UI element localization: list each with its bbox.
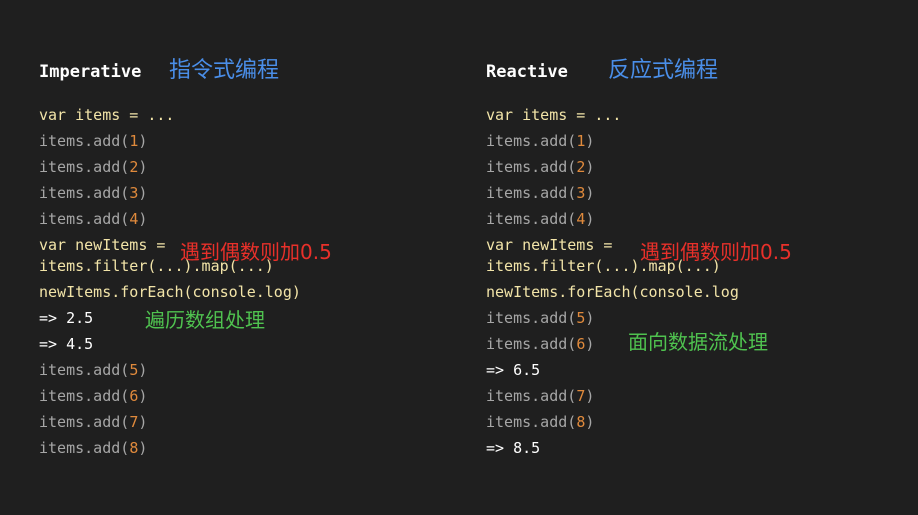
data-flow-annotation: 面向数据流处理 — [628, 330, 768, 354]
code-number: 1 — [129, 132, 139, 150]
code-line: items.add(4) — [39, 210, 147, 228]
code-text: items.add( — [486, 413, 577, 431]
code-line: items.add(1) — [486, 132, 594, 150]
code-text: ) — [138, 361, 148, 379]
code-number: 4 — [129, 210, 139, 228]
code-number: 4 — [576, 210, 586, 228]
code-number: 6 — [129, 387, 139, 405]
code-text: items.add( — [486, 335, 577, 353]
code-text: items.add( — [39, 387, 130, 405]
code-text: ) — [585, 387, 595, 405]
code-text: items.add( — [486, 387, 577, 405]
code-line: items.add(8) — [39, 439, 147, 457]
code-text: ) — [585, 210, 595, 228]
imperative-zh-title: 指令式编程 — [169, 58, 280, 83]
code-line: var newItems = — [486, 236, 613, 254]
code-text: ) — [138, 210, 148, 228]
code-text: ) — [138, 158, 148, 176]
code-text: ) — [585, 309, 595, 327]
code-line: items.add(5) — [486, 309, 594, 327]
code-text: items.add( — [39, 413, 130, 431]
code-number: 5 — [576, 309, 586, 327]
code-line: items.add(2) — [486, 158, 594, 176]
code-text: ) — [585, 132, 595, 150]
code-text: items.add( — [486, 210, 577, 228]
code-line: items.add(6) — [39, 387, 147, 405]
code-number: 3 — [129, 184, 139, 202]
code-text: ) — [585, 335, 595, 353]
code-text: items.add( — [39, 210, 130, 228]
code-text: ) — [138, 132, 148, 150]
even-plus-annotation: 遇到偶数则加0.5 — [640, 240, 792, 264]
even-plus-annotation: 遇到偶数则加0.5 — [180, 240, 332, 264]
code-text: items.add( — [486, 184, 577, 202]
code-number: 8 — [576, 413, 586, 431]
output-line: => 6.5 — [486, 361, 541, 379]
code-text: ) — [138, 184, 148, 202]
code-line: items.add(3) — [486, 184, 594, 202]
code-text: items.add( — [486, 309, 577, 327]
reactive-zh-title: 反应式编程 — [608, 58, 719, 83]
code-number: 2 — [576, 158, 586, 176]
code-line: var newItems = — [39, 236, 166, 254]
code-text: items.add( — [39, 132, 130, 150]
code-text: items.add( — [39, 361, 130, 379]
code-line: items.filter(...).map(...) — [39, 257, 274, 275]
code-text: ) — [138, 439, 148, 457]
code-line: items.add(7) — [486, 387, 594, 405]
code-text: ) — [138, 387, 148, 405]
code-number: 7 — [576, 387, 586, 405]
code-line: items.add(5) — [39, 361, 147, 379]
code-text: ) — [138, 413, 148, 431]
reactive-heading: Reactive — [486, 62, 568, 82]
imperative-heading: Imperative — [39, 62, 142, 82]
code-text: ) — [585, 413, 595, 431]
code-text: ) — [585, 158, 595, 176]
code-line: items.add(8) — [486, 413, 594, 431]
code-line: newItems.forEach(console.log) — [39, 283, 301, 301]
code-line: var items = ... — [486, 106, 622, 124]
code-line: items.add(3) — [39, 184, 147, 202]
code-line: items.add(4) — [486, 210, 594, 228]
code-text: items.add( — [486, 132, 577, 150]
output-line: => 8.5 — [486, 439, 541, 457]
code-line: items.add(2) — [39, 158, 147, 176]
code-number: 3 — [576, 184, 586, 202]
code-number: 1 — [576, 132, 586, 150]
code-text: ) — [585, 184, 595, 202]
code-number: 8 — [129, 439, 139, 457]
code-line: var items = ... — [39, 106, 175, 124]
code-text: items.add( — [39, 158, 130, 176]
code-line: items.filter(...).map(...) — [486, 257, 721, 275]
code-text: items.add( — [39, 184, 130, 202]
code-line: newItems.forEach(console.log — [486, 283, 739, 301]
code-text: items.add( — [39, 439, 130, 457]
array-traverse-annotation: 遍历数组处理 — [145, 308, 265, 332]
code-text: items.add( — [486, 158, 577, 176]
output-line: => 4.5 — [39, 335, 94, 353]
code-number: 7 — [129, 413, 139, 431]
code-line: items.add(7) — [39, 413, 147, 431]
output-line: => 2.5 — [39, 309, 94, 327]
code-number: 5 — [129, 361, 139, 379]
code-line: items.add(1) — [39, 132, 147, 150]
code-number: 2 — [129, 158, 139, 176]
code-number: 6 — [576, 335, 586, 353]
code-line: items.add(6) — [486, 335, 594, 353]
